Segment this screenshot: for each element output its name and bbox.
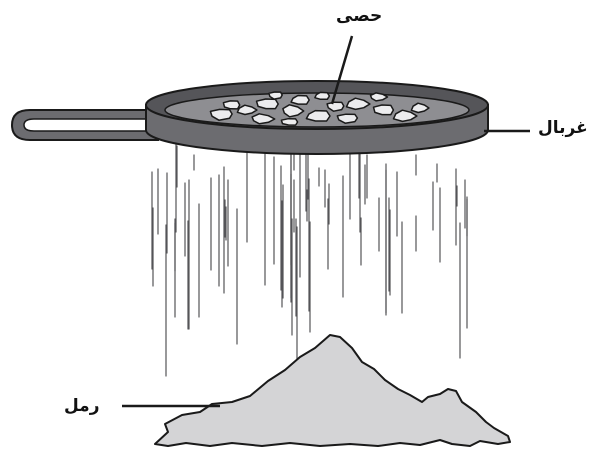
pebbles-label: حصى — [336, 8, 382, 25]
sand-label: رمل — [64, 398, 100, 415]
pebble — [315, 92, 330, 99]
pebble — [374, 105, 394, 115]
pebble — [223, 101, 239, 109]
sieve-label: غربال — [538, 120, 588, 137]
pebble — [281, 119, 297, 125]
sieve-handle — [12, 110, 158, 140]
sand-pile — [155, 335, 510, 446]
pebble — [257, 99, 279, 109]
falling-sand-streaks — [152, 142, 467, 376]
